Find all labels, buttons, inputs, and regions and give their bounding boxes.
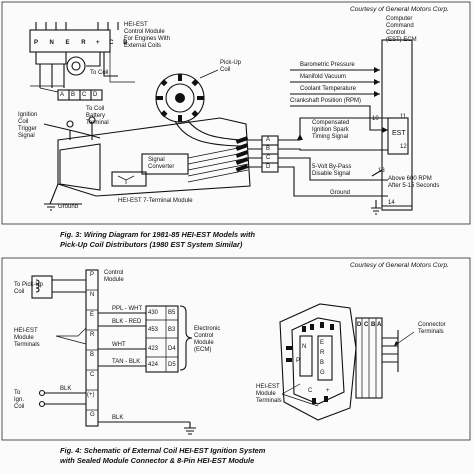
fig4-8pin-module (279, 303, 357, 421)
fig4-wire-2-pin: B3 (168, 327, 176, 333)
fig3-conn-b: B (266, 146, 271, 152)
fig4-caption-line1: Fig. 4: Schematic of External Coil HEI-E… (60, 446, 266, 455)
fig4-pickup-coil (31, 275, 53, 299)
fig4-mod-pin-c: C (308, 388, 313, 394)
fig3-pin-10: 10 (372, 116, 379, 122)
fig4-term-c: C (90, 372, 95, 378)
fig4-dcba-b: B (371, 322, 376, 328)
fig4-caption-line2: with Sealed Module Connector & 8-Pin HEI… (60, 456, 255, 465)
fig4-term-g: G (90, 412, 95, 418)
fig3-credit: Courtesy of General Motors Corp. (350, 6, 449, 13)
fig3-module-7-terminal: HEI-EST 7-Terminal Module (118, 198, 193, 204)
fig4-module-terminals-2: HEI-EST Module Terminals (256, 384, 282, 404)
fig4-mod-pin-r: R (320, 350, 325, 356)
fig4-mod-pin-plus: + (326, 388, 330, 394)
fig3-conn-a: A (266, 137, 271, 143)
fig3-bypass: 5-Volt By-Pass Disable Signal (312, 164, 352, 177)
fig4-blk-1: BLK (60, 386, 72, 392)
fig3-conn-d: D (266, 164, 271, 170)
fig3-pins-left: P N E R (34, 40, 91, 46)
fig4-dcba-a: A (377, 322, 382, 328)
fig3-abcd-d: D (93, 92, 98, 98)
fig4-blk-2: BLK (112, 415, 124, 421)
fig4-wire-1-num: 430 (148, 310, 159, 316)
fig3-input-crankshaft: Crankshaft Position (RPM) (290, 98, 362, 104)
fig4-wire-3-num: 423 (148, 346, 159, 352)
fig4-to-pickup: To Pick-Up Coil (14, 282, 44, 295)
fig3-compensated: Compensated Ignition Spark Timing Signal (312, 120, 350, 140)
fig3-above-rpm: Above 600 RPM After 5-15 Seconds (388, 176, 440, 189)
fig3-ground-left: Ground (58, 204, 79, 210)
fig4-term-n: N (90, 292, 95, 298)
fig4-wire-3-label: WHT (112, 342, 126, 348)
fig3-ground-right: Ground (330, 190, 351, 196)
fig4-dcba-d: D (357, 322, 362, 328)
fig4-term-e: E (90, 312, 95, 318)
fig3-abcd-a: A (60, 92, 65, 98)
fig3-frame (1, 1, 471, 225)
fig3-abcd-b: B (71, 92, 76, 98)
fig4-term-r: R (90, 332, 95, 338)
fig3-pin-14: 14 (388, 200, 395, 206)
fig3-abcd-c: C (82, 92, 87, 98)
fig4-ecm-label: Electronic Control Module (ECM) (194, 326, 221, 353)
fig4-mod-pin-n: N (302, 344, 307, 350)
fig3-to-coil: To Coil (90, 70, 109, 76)
fig3-signal-converter: Signal Converter (148, 157, 175, 170)
fig4-wire-1-label: PPL - WHT (112, 306, 143, 312)
fig4-dcba-c: C (364, 322, 369, 328)
fig4-to-ign-coil: To Ign. Coil (14, 390, 25, 410)
fig3-control-module-note: HEI-EST Control Module For Engines With … (124, 22, 171, 49)
fig3-ignition-coil-trigger: Ignition Coil Trigger Signal (18, 112, 38, 139)
fig4-mod-pin-b: B (320, 360, 325, 366)
fig3-caption-line2: Pick-Up Coil Distributors (1980 EST Syst… (60, 240, 243, 249)
fig4-connector-terminals: Connector Terminals (418, 322, 446, 335)
fig3-input-coolant: Coolant Temperature (300, 86, 356, 92)
fig3-ecm-label: Computer Command Control (EST) ECM (386, 16, 417, 43)
fig3-est-block (387, 117, 409, 155)
fig3-to-coil-battery: To Coil Battery Terminal (86, 106, 109, 126)
fig3-pin-11: 11 (400, 114, 407, 120)
fig4-term-p: P (90, 272, 95, 278)
fig4-module-terminals: HEI-EST Module Terminals (14, 328, 40, 348)
fig3-coil-circle (66, 56, 86, 76)
fig3-pin-12: 12 (400, 144, 407, 150)
fig4-wire-1-pin: B5 (168, 310, 176, 316)
fig4-wire-4-num: 424 (148, 362, 159, 368)
fig4-wire-4-label: TAN - BLK (112, 359, 141, 365)
fig3-input-barometric: Barometric Pressure (300, 62, 355, 68)
fig3-pins-right: + C B (96, 40, 132, 46)
fig4-control-module: Control Module (104, 270, 124, 283)
fig4-mod-pin-e: E (320, 340, 325, 346)
fig3-caption-line1: Fig. 3: Wiring Diagram for 1981-85 HEI-E… (60, 230, 255, 239)
fig4-wire-2-label: BLK - RED (112, 319, 142, 325)
fig4-term-b: B (90, 352, 95, 358)
fig4-credit: Courtesy of General Motors Corp. (350, 262, 449, 269)
fig4-term-plus: (+) (87, 392, 95, 398)
fig3-est: EST (392, 130, 406, 137)
fig4-mod-pin-p: P (296, 358, 301, 364)
fig4-wire-2-num: 453 (148, 327, 159, 333)
fig4-wire-3-pin: D4 (168, 346, 176, 352)
fig4-frame (1, 257, 471, 441)
fig4-control-module-strip (85, 269, 99, 427)
fig3-conn-c: C (266, 155, 271, 161)
fig3-module-connector (29, 29, 111, 53)
fig3-input-manifold: Manifold Vacuum (300, 74, 346, 80)
fig3-ecm-box (381, 39, 413, 211)
fig4-ecm-terminal-block (145, 305, 179, 373)
fig4-wire-4-pin: D5 (168, 362, 176, 368)
fig3-pickup-coil-label: Pick-Up Coil (220, 60, 242, 73)
fig4-mod-pin-g: G (320, 370, 325, 376)
fig3-pin-13: 13 (378, 168, 385, 174)
